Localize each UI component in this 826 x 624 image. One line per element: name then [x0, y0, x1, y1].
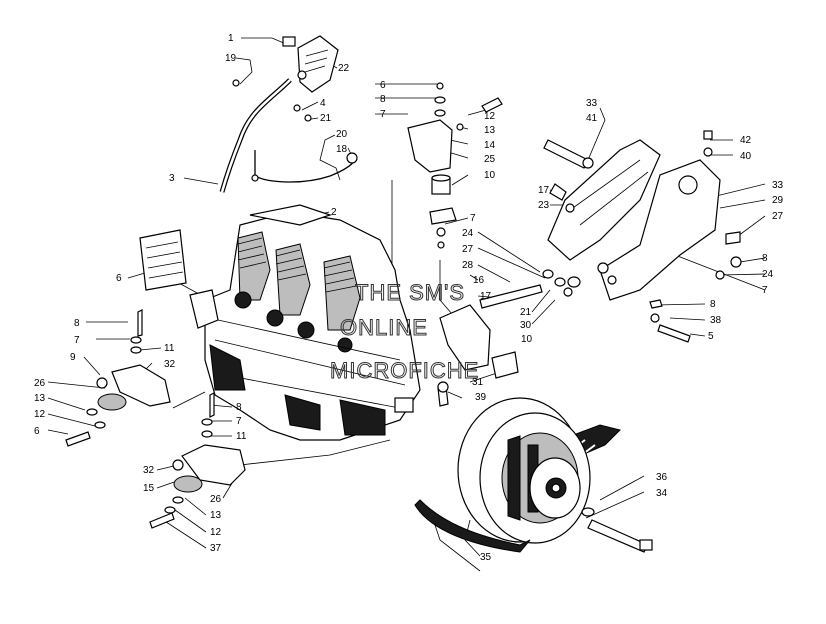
- callout-11: 9: [70, 352, 76, 363]
- callout-7: 7: [470, 213, 476, 224]
- callout-34: 35: [480, 552, 492, 563]
- callout-7: 17: [480, 291, 492, 302]
- callout-37: 36: [656, 472, 668, 483]
- callout-7: 11: [236, 431, 247, 442]
- callout-24: 7: [762, 285, 768, 296]
- callout-38: 5: [708, 331, 714, 342]
- callout-29: 27: [772, 211, 784, 222]
- oil-injection-reservoir: [219, 35, 358, 193]
- callout-23: 33: [772, 180, 784, 191]
- callout-7: 7: [380, 109, 386, 120]
- upper-engine-mount: [407, 82, 503, 249]
- cap-part: [282, 36, 296, 47]
- callout-6: 8: [74, 318, 80, 329]
- callout-8: 24: [762, 269, 774, 280]
- left-rear-mount: [149, 392, 246, 529]
- callout-22: 22: [338, 63, 350, 74]
- callout-21: 30: [520, 320, 532, 331]
- heat-shield-pad: [139, 229, 187, 291]
- callout-20: 20: [336, 129, 348, 140]
- callout-9: 32: [164, 359, 176, 370]
- callout-7: 8: [710, 299, 716, 310]
- callout-36: 34: [656, 488, 668, 499]
- callout-32: 15: [143, 483, 155, 494]
- reservoir-part: [297, 35, 339, 93]
- watermark-line-3: MICROFICHE: [330, 358, 479, 383]
- callout-24: 24: [462, 228, 474, 239]
- callout-30: 10: [521, 334, 533, 345]
- callout-31: 39: [475, 392, 487, 403]
- callout-40: 17: [538, 185, 550, 196]
- callout-8: 8: [380, 94, 386, 105]
- callout-28: 28: [462, 260, 474, 271]
- callout-21: 21: [320, 113, 332, 124]
- callout-numbers: 1 19 22 6 8 7 4 21 20 18 3 2 12 13 14 25…: [34, 33, 784, 563]
- callout-10: 10: [484, 170, 496, 181]
- callout-26: 13: [210, 510, 222, 521]
- center-bolt-and-plate: [437, 269, 581, 407]
- callout-42: 40: [740, 151, 752, 162]
- callout-7: 11: [164, 343, 175, 354]
- callout-41: 42: [740, 135, 752, 146]
- engine-assembly: [189, 204, 421, 441]
- callout-6: 6: [380, 80, 386, 91]
- callout-6: 8: [236, 402, 242, 413]
- callout-1: 1: [228, 33, 234, 44]
- left-front-mount: [65, 309, 171, 447]
- callout-27: 27: [462, 244, 474, 255]
- callout-5: 6: [116, 273, 122, 284]
- callout-10: 31: [472, 377, 484, 388]
- callout-11: 32: [143, 465, 155, 476]
- watermark-line-1: THE SM'S: [355, 280, 465, 305]
- callout-19: 19: [225, 53, 237, 64]
- callout-4: 4: [320, 98, 326, 109]
- callout-2: 2: [331, 207, 337, 218]
- callout-13: 13: [484, 125, 496, 136]
- callout-16: 16: [473, 275, 485, 286]
- callout-17: 21: [520, 307, 532, 318]
- watermark: THE SM'S ONLINE MICROFICHE: [330, 280, 479, 384]
- watermark-line-2: ONLINE: [340, 315, 428, 340]
- callout-33: 41: [586, 113, 598, 124]
- callout-26: 13: [34, 393, 46, 404]
- callout-13: 12: [210, 527, 222, 538]
- callout-39: 33: [586, 98, 598, 109]
- callout-14: 14: [484, 140, 496, 151]
- callout-8: 7: [236, 416, 242, 427]
- right-engine-bracket: [543, 130, 742, 343]
- drive-clutch-and-belt: [414, 397, 653, 553]
- callout-15: 26: [210, 494, 222, 505]
- callout-13: 12: [34, 409, 46, 420]
- callout-8: 38: [710, 315, 722, 326]
- callout-3: 3: [169, 173, 175, 184]
- callout-33: 29: [772, 195, 784, 206]
- callout-17: 23: [538, 200, 550, 211]
- callout-12: 37: [210, 543, 222, 554]
- callout-27: 8: [762, 253, 768, 264]
- callout-12: 12: [484, 111, 496, 122]
- callout-32: 26: [34, 378, 46, 389]
- callout-8: 7: [74, 335, 80, 346]
- callout-18: 18: [336, 144, 348, 155]
- callout-25: 25: [484, 154, 496, 165]
- callout-12: 6: [34, 426, 40, 437]
